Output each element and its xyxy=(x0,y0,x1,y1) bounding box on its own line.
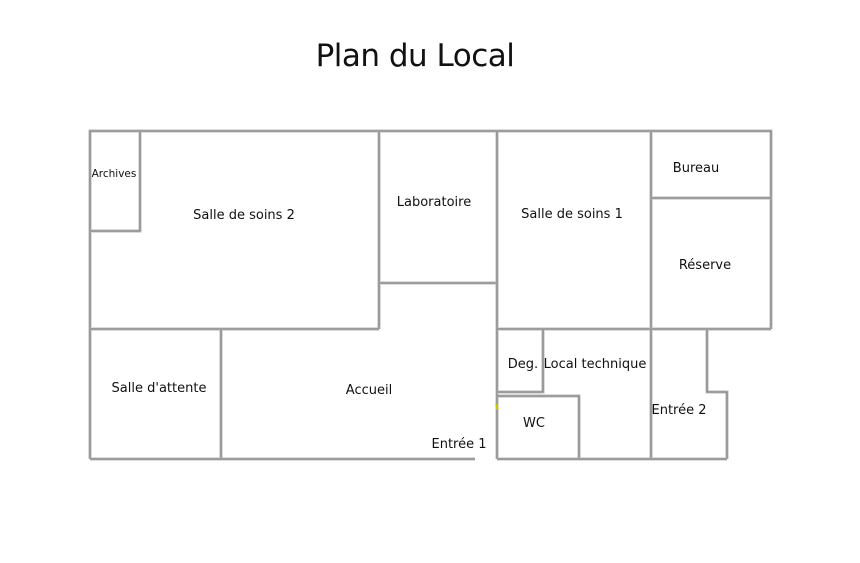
room-label-accueil: Accueil xyxy=(346,383,392,398)
room-label-wc: WC xyxy=(523,416,545,431)
room-label-entree-1: Entrée 1 xyxy=(431,437,486,452)
room-label-salle-d-attente: Salle d'attente xyxy=(112,381,207,396)
room-label-reserve: Réserve xyxy=(679,258,731,273)
room-label-local-technique: Local technique xyxy=(544,357,647,372)
door-marker xyxy=(495,403,499,411)
outer-wall xyxy=(88,129,773,459)
plan-title: Plan du Local xyxy=(315,38,515,74)
room-label-archives: Archives xyxy=(92,168,137,180)
room-label-bureau: Bureau xyxy=(673,161,719,176)
room-label-deg: Deg. xyxy=(508,357,538,372)
room-label-salle-de-soins-1: Salle de soins 1 xyxy=(521,207,623,222)
room-label-entree-2: Entrée 2 xyxy=(651,403,706,418)
room-label-salle-de-soins-2: Salle de soins 2 xyxy=(193,208,295,223)
room-label-laboratoire: Laboratoire xyxy=(397,195,471,210)
